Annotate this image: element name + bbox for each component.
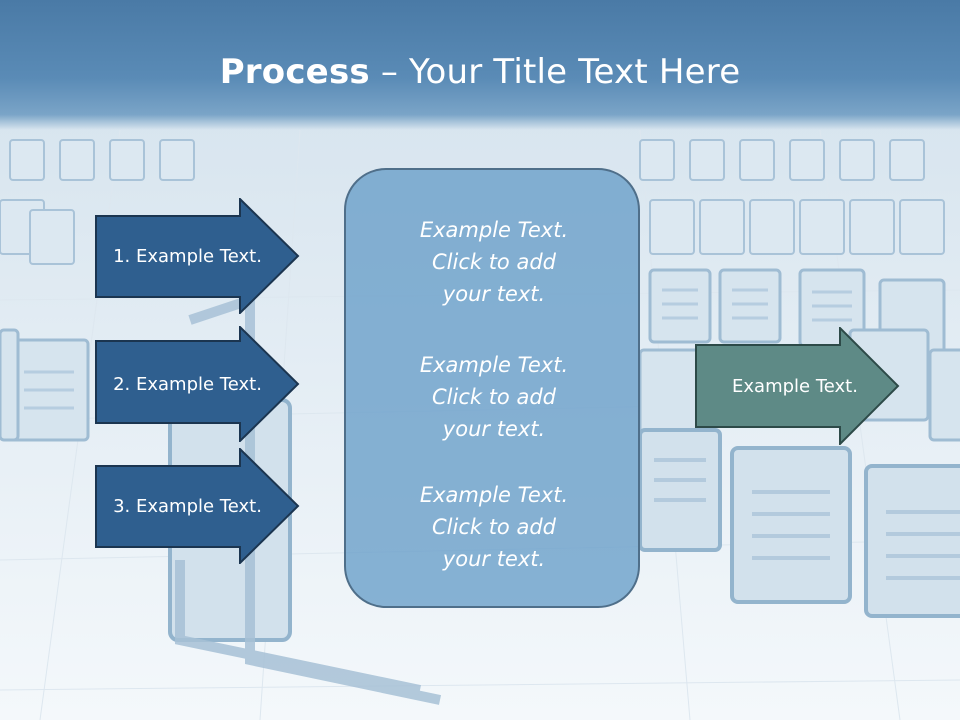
block-2-line-1: Example Text. [419, 353, 569, 377]
center-text-box[interactable]: Example Text. Click to add your text. Ex… [344, 168, 640, 608]
block-2-line-2: Click to add [431, 385, 556, 409]
left-arrow-3-label: 3. Example Text. [113, 495, 262, 517]
left-arrow-2[interactable]: 2. Example Text. [95, 326, 300, 442]
left-arrow-3[interactable]: 3. Example Text. [95, 448, 300, 564]
center-text-block-2: Example Text. Click to add your text. [346, 349, 642, 445]
title-bold: Process [219, 52, 370, 92]
left-arrow-1[interactable]: 1. Example Text. [95, 198, 300, 314]
slide-title[interactable]: Process – Your Title Text Here [0, 52, 960, 92]
left-arrow-2-label: 2. Example Text. [113, 373, 262, 395]
left-arrow-1-label: 1. Example Text. [113, 245, 262, 267]
title-band [0, 0, 960, 130]
right-arrow[interactable]: Example Text. [695, 327, 900, 445]
arrow-right-shape-icon [95, 448, 300, 564]
block-1-line-1: Example Text. [419, 218, 569, 242]
block-2-line-3: your text. [442, 417, 546, 441]
block-1-line-2: Click to add [431, 250, 556, 274]
right-arrow-label: Example Text. [732, 375, 858, 397]
block-3-line-1: Example Text. [419, 483, 569, 507]
arrow-right-shape-icon [695, 327, 900, 445]
title-rest: – Your Title Text Here [369, 52, 741, 92]
block-1-line-3: your text. [442, 282, 546, 306]
block-3-line-3: your text. [442, 547, 546, 571]
center-text-block-3: Example Text. Click to add your text. [346, 479, 642, 575]
arrow-right-shape-icon [95, 198, 300, 314]
center-text-block-1: Example Text. Click to add your text. [346, 214, 642, 310]
arrow-right-shape-icon [95, 326, 300, 442]
block-3-line-2: Click to add [431, 515, 556, 539]
